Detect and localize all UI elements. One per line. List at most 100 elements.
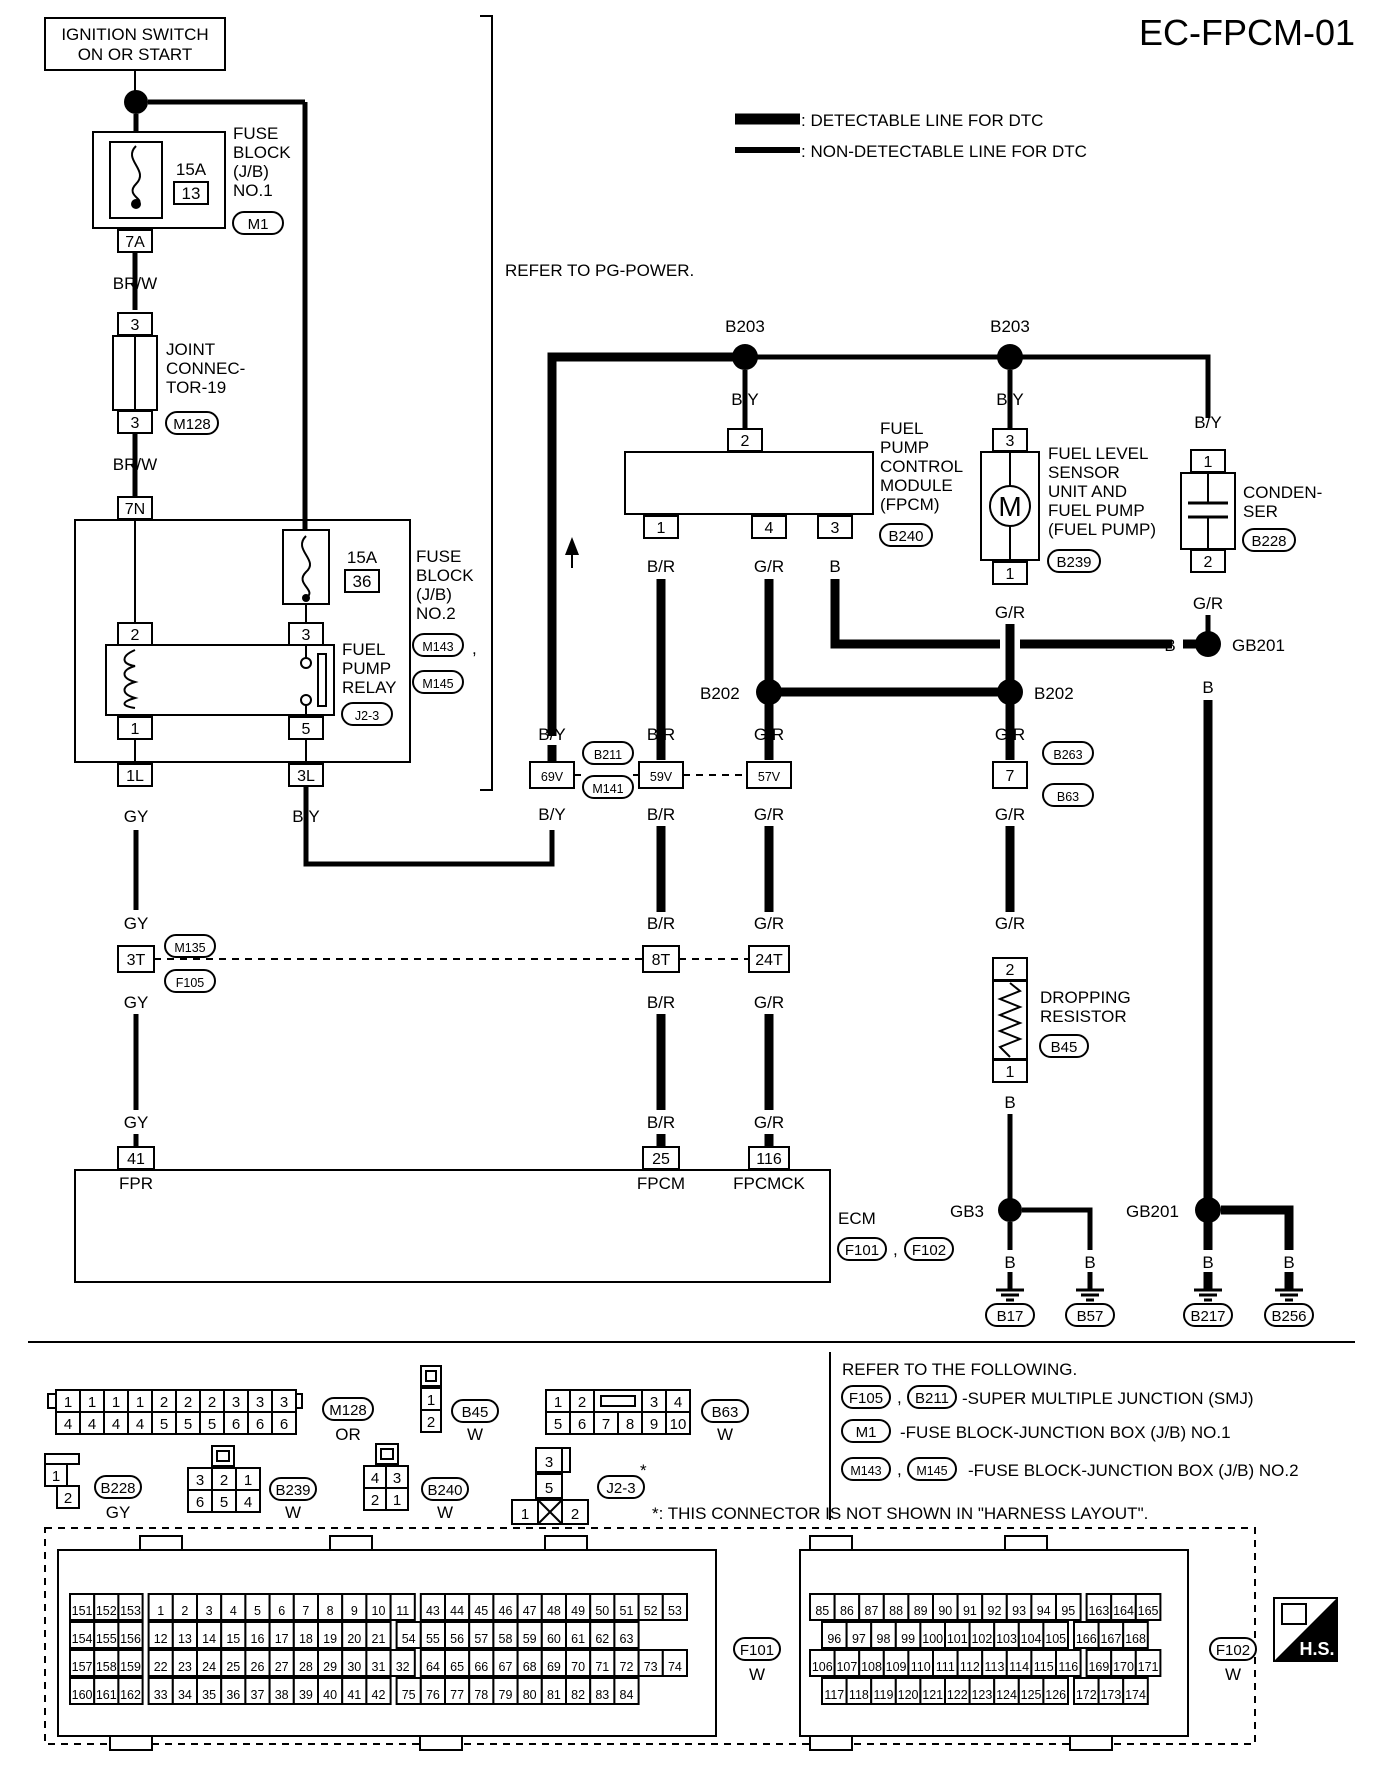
b239-cell: 5 xyxy=(220,1494,228,1511)
wire-by-smj-bot: B/Y xyxy=(538,805,565,824)
ecm-pin-cell: 40 xyxy=(323,1688,337,1702)
view-or: OR xyxy=(335,1425,361,1444)
ecm-pin-cell: 173 xyxy=(1100,1688,1121,1702)
fpcm-label5: (FPCM) xyxy=(880,495,939,514)
b240-cell: 3 xyxy=(393,1470,401,1487)
view-f102: F102 xyxy=(1216,1642,1250,1659)
ecm-pin-cell: 35 xyxy=(202,1688,216,1702)
j23-cell-1: 1 xyxy=(521,1506,529,1523)
refer-conn-f105: F105 xyxy=(849,1390,883,1407)
splice-b202-right xyxy=(997,679,1023,705)
ecm-pin-cell: 166 xyxy=(1076,1632,1097,1646)
ecm-pin-cell: 157 xyxy=(72,1660,93,1674)
wire-gr-resistor-top: G/R xyxy=(995,914,1025,933)
ecm-pin-cell: 94 xyxy=(1037,1604,1051,1618)
ecm-pin-cell: 1 xyxy=(157,1604,164,1618)
fpcm-pin-1: 1 xyxy=(657,520,666,537)
j23-cell-2: 2 xyxy=(571,1506,579,1523)
ecm-pin-cell: 19 xyxy=(323,1632,337,1646)
relay-coil-icon xyxy=(123,649,139,709)
m128-cell: 1 xyxy=(88,1394,96,1411)
relay-pin-2: 2 xyxy=(131,627,140,644)
wire-gr-condenser: G/R xyxy=(1193,594,1223,613)
ground-b217-icon xyxy=(1192,1288,1224,1302)
fpcm-pin-2: 2 xyxy=(741,433,750,450)
refer-jb2: -FUSE BLOCK-JUNCTION BOX (J/B) NO.2 xyxy=(968,1461,1299,1480)
wire-gr-fpcm: G/R xyxy=(754,557,784,576)
ecm-pin-cell: 63 xyxy=(620,1632,634,1646)
relay-pin-1: 1 xyxy=(131,721,140,738)
ecm-pin-116: 116 xyxy=(756,1151,782,1168)
ecm-pin-cell: 46 xyxy=(499,1604,513,1618)
ecm-pin-cell: 111 xyxy=(936,1660,955,1674)
fpcm-connector-id: B240 xyxy=(888,528,923,545)
ecm-pin-cell: 70 xyxy=(571,1660,585,1674)
ecm-pin-cell: 13 xyxy=(178,1632,192,1646)
ecm-pin-cell: 160 xyxy=(72,1688,93,1702)
wire-by-to-smj xyxy=(303,786,555,867)
ecm-pin-cell: 52 xyxy=(644,1604,658,1618)
ecm-pin-cell: 87 xyxy=(865,1604,879,1618)
m128-cell: 4 xyxy=(112,1416,120,1433)
wire-br-smj-bot: B/R xyxy=(647,805,675,824)
sensor-label5: (FUEL PUMP) xyxy=(1048,520,1156,539)
ecm-pin-cell: 85 xyxy=(815,1604,829,1618)
ecm-pin-cell: 165 xyxy=(1138,1604,1159,1618)
ecm-pin-cell: 8 xyxy=(327,1604,334,1618)
ecm-pin-cell: 25 xyxy=(226,1660,240,1674)
ignition-switch-box xyxy=(44,17,226,71)
condenser-connector-id: B228 xyxy=(1251,533,1286,550)
view-j23: J2-3 xyxy=(606,1480,635,1497)
ecm-pin-cell: 174 xyxy=(1125,1688,1146,1702)
ecm-pin-cell: 58 xyxy=(499,1632,513,1646)
fuse-36-icon xyxy=(300,535,312,599)
ecm-pin-cell: 56 xyxy=(450,1632,464,1646)
relay-conn-m143: M143 xyxy=(422,640,453,654)
conn-b63: B63 xyxy=(1057,790,1079,804)
ecm-pin-cell: 89 xyxy=(914,1604,928,1618)
b239-cell: 4 xyxy=(244,1494,252,1511)
hs-label: H.S. xyxy=(1299,1639,1334,1659)
ecm-pin-cell: 105 xyxy=(1045,1632,1066,1646)
fpcm-pin-4: 4 xyxy=(765,520,774,537)
m128-cell: 5 xyxy=(160,1416,168,1433)
ecm-pin-cell: 118 xyxy=(849,1688,869,1702)
m128-cell: 6 xyxy=(256,1416,264,1433)
ecm-fpr: FPR xyxy=(119,1174,153,1193)
b240-cell: 1 xyxy=(393,1492,401,1509)
junction-gb201-bottom: GB201 xyxy=(1126,1202,1179,1221)
condenser-label1: CONDEN- xyxy=(1243,483,1322,502)
ecm-label: ECM xyxy=(838,1209,876,1228)
fuse1-label4: NO.1 xyxy=(233,181,273,200)
ecm-pin-cell: 23 xyxy=(178,1660,192,1674)
ecm-pin-cell: 5 xyxy=(254,1604,261,1618)
refer-comma-1: , xyxy=(897,1388,902,1407)
relay-conn-j23: J2-3 xyxy=(355,709,379,723)
m128-cell: 4 xyxy=(136,1416,144,1433)
ecm-pin-cell: 26 xyxy=(251,1660,265,1674)
ignition-splice xyxy=(124,90,148,114)
ecm-pin-cell: 47 xyxy=(523,1604,537,1618)
wire-brw-1: BR/W xyxy=(113,274,157,293)
ecm-pin-cell: 100 xyxy=(922,1632,943,1646)
wire-b203-bus xyxy=(745,354,1211,418)
b228-cell: 2 xyxy=(64,1490,72,1507)
ecm-pin-cell: 60 xyxy=(547,1632,561,1646)
ecm-pin-cell: 170 xyxy=(1113,1660,1134,1674)
view-j23-star: * xyxy=(640,1461,647,1480)
relay-comma: , xyxy=(472,639,477,658)
m128-cell: 1 xyxy=(64,1394,72,1411)
splice-gb201-top xyxy=(1195,631,1221,657)
refer-pg-power: REFER TO PG-POWER. xyxy=(505,261,694,280)
ground-b256-icon xyxy=(1273,1288,1305,1302)
ecm-pin-cell: 90 xyxy=(938,1604,952,1618)
ecm-pin-cell: 22 xyxy=(154,1660,168,1674)
junction-b202-right: B202 xyxy=(1034,684,1074,703)
b239-cell: 3 xyxy=(196,1472,204,1489)
fpcm-label1: FUEL xyxy=(880,419,923,438)
ecm-pin-cell: 59 xyxy=(523,1632,537,1646)
ecm-pin-cell: 117 xyxy=(824,1688,844,1702)
view-b45: B45 xyxy=(462,1404,489,1421)
